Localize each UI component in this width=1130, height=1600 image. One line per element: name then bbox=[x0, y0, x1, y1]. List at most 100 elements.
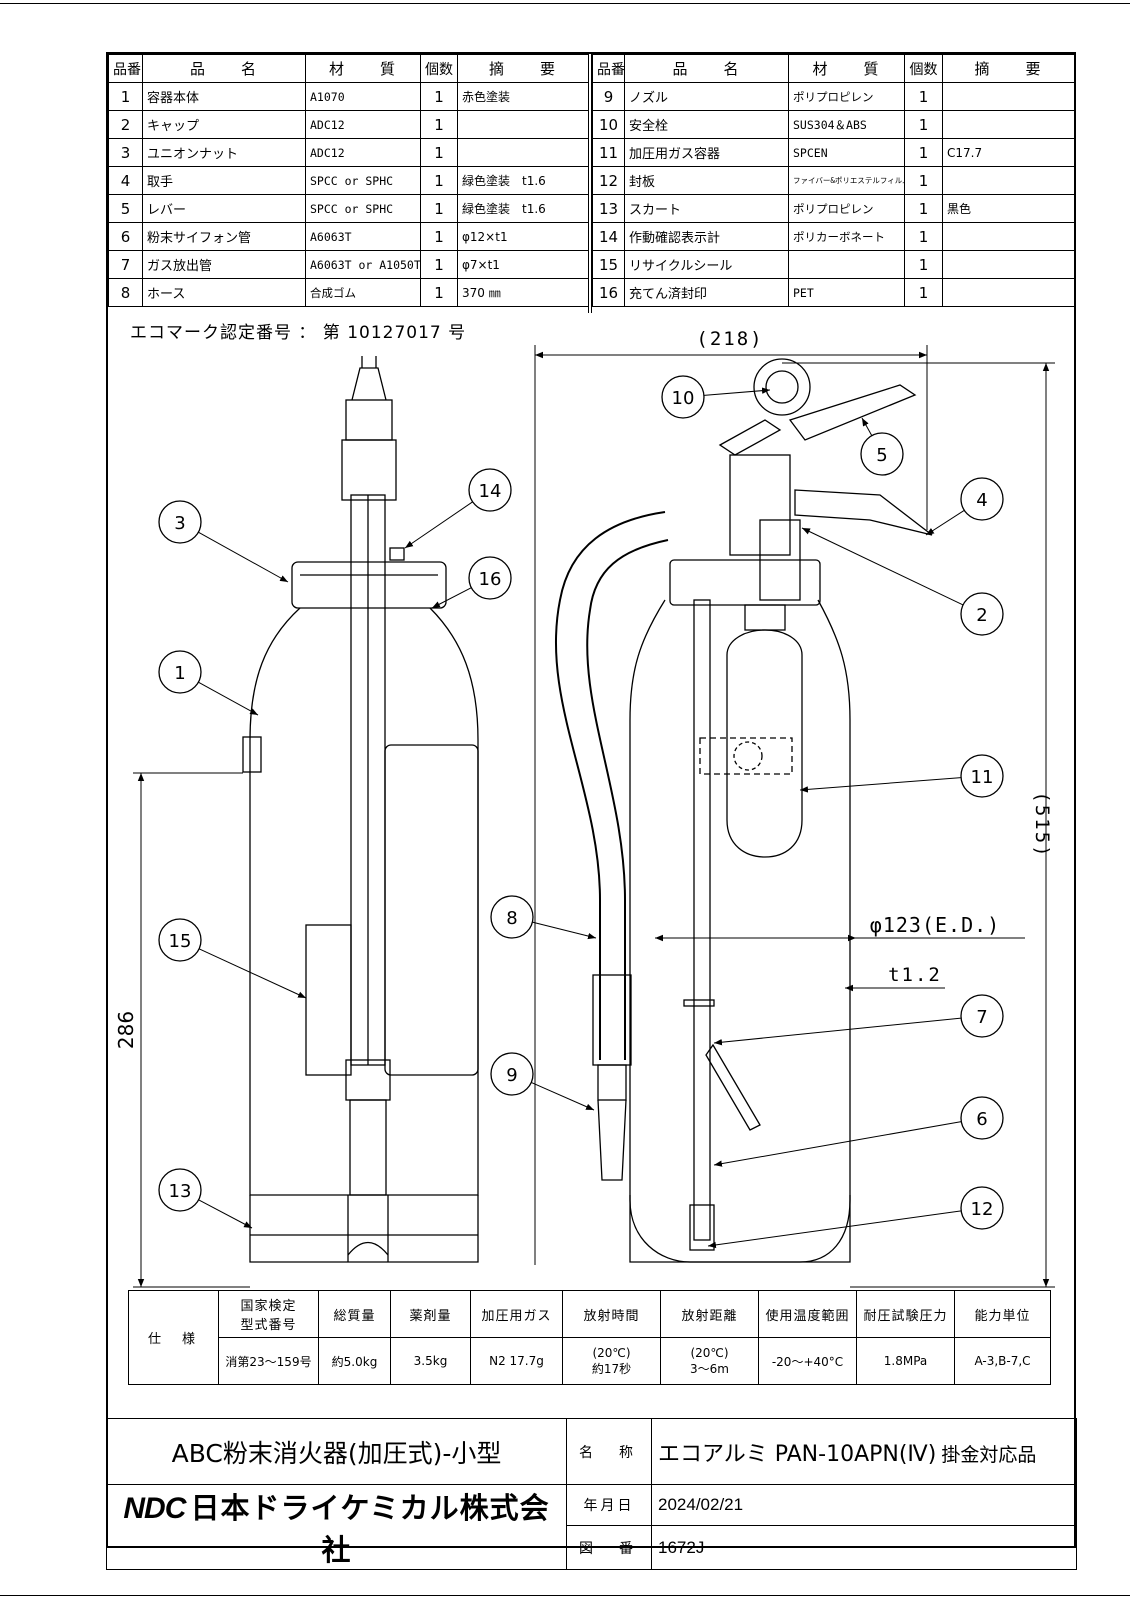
callout-leader bbox=[532, 921, 597, 940]
callout-leader bbox=[431, 587, 472, 609]
callout-number: 12 bbox=[971, 1199, 994, 1220]
dim-thickness-label: t1.2 bbox=[888, 964, 942, 986]
part-material: SPCC or SPHC bbox=[305, 166, 421, 195]
callout-leader bbox=[198, 681, 259, 716]
callout-circle bbox=[960, 592, 1004, 636]
part-material: ポリカーボネート bbox=[788, 222, 905, 251]
callout-circle bbox=[661, 375, 705, 419]
part-name: 粉末サイフォン管 bbox=[142, 222, 306, 251]
part-name: 充てん済封印 bbox=[624, 278, 789, 307]
spec-value: (20℃) 約17秒 bbox=[562, 1337, 661, 1385]
part-note bbox=[942, 166, 1075, 195]
callout-leader bbox=[713, 1121, 962, 1167]
callout-circle bbox=[960, 994, 1004, 1038]
header-material: 材 質 bbox=[305, 54, 421, 83]
dim-width-label: (218) bbox=[696, 328, 763, 350]
callout-leader bbox=[707, 1210, 962, 1249]
callout-circle bbox=[158, 500, 202, 544]
part-material: SPCC or SPHC bbox=[305, 194, 421, 223]
front-siphon-tube bbox=[693, 599, 711, 1241]
part-number: 16 bbox=[592, 278, 625, 307]
spec-header: 放射時間 bbox=[562, 1290, 661, 1338]
part-qty: 1 bbox=[904, 278, 943, 307]
part-name: キャップ bbox=[142, 110, 306, 139]
part-note bbox=[942, 278, 1075, 307]
callout-leader bbox=[925, 509, 965, 536]
spec-header: 薬剤量 bbox=[390, 1290, 471, 1338]
top-border-line bbox=[0, 3, 1130, 4]
callout-number: 4 bbox=[976, 490, 987, 511]
part-qty: 1 bbox=[420, 194, 458, 223]
callout-circle bbox=[960, 477, 1004, 521]
part-note bbox=[942, 110, 1075, 139]
part-note: 黒色 bbox=[942, 194, 1075, 223]
part-number: 7 bbox=[108, 250, 143, 279]
spec-value: 約5.0kg bbox=[318, 1337, 391, 1385]
part-note: 370 ㎜ bbox=[457, 278, 589, 307]
front-safety-pin-ring bbox=[753, 358, 811, 416]
part-qty: 1 bbox=[420, 166, 458, 195]
spec-label: 仕 様 bbox=[128, 1290, 219, 1385]
title-block: ABC粉末消火器(加圧式)-小型 名 称 エコアルミ PAN-10APN(Ⅳ) … bbox=[106, 1418, 1077, 1570]
spec-value: (20℃) 3～6m bbox=[660, 1337, 759, 1385]
dim-left-height-label: 286 bbox=[114, 1011, 138, 1049]
header-qty: 個数 bbox=[420, 54, 458, 83]
spec-header-row: 仕 様 国家検定 型式番号総質量薬剤量加圧用ガス放射時間放射距離使用温度範囲耐圧… bbox=[128, 1290, 1051, 1385]
part-name: レバー bbox=[142, 194, 306, 223]
part-number: 11 bbox=[592, 138, 625, 167]
spec-value: 消第23～159号 bbox=[218, 1337, 319, 1385]
callout-circle bbox=[468, 556, 512, 600]
callout-number: 5 bbox=[876, 445, 887, 466]
part-note: 赤色塗装 bbox=[457, 82, 589, 111]
part-material: A1070 bbox=[305, 82, 421, 111]
model-name: エコアルミ PAN-10APN(Ⅳ) bbox=[658, 1441, 937, 1467]
name-label: 名 称 bbox=[566, 1418, 652, 1485]
callout-number: 16 bbox=[479, 569, 502, 590]
callout-leader bbox=[531, 1081, 595, 1111]
part-material: 合成ゴム bbox=[305, 278, 421, 307]
callout-leader bbox=[703, 387, 771, 396]
spec-value: 3.5kg bbox=[390, 1337, 471, 1385]
callout-number: 11 bbox=[971, 767, 994, 788]
side-view bbox=[242, 356, 479, 1263]
part-material: A6063T or A1050T bbox=[305, 250, 421, 279]
company-logo: NDC bbox=[123, 1492, 186, 1525]
date-label: 年月日 bbox=[566, 1483, 652, 1527]
callout-circle bbox=[468, 468, 512, 512]
part-number: 6 bbox=[108, 222, 143, 251]
callout-circle bbox=[960, 1186, 1004, 1230]
header-qty: 個数 bbox=[904, 54, 943, 83]
front-lever bbox=[788, 384, 917, 441]
part-number: 9 bbox=[592, 82, 625, 111]
callout-leader bbox=[198, 531, 289, 583]
part-name: スカート bbox=[624, 194, 789, 223]
callout-number: 8 bbox=[506, 908, 517, 929]
callout-leader bbox=[404, 501, 473, 549]
part-number: 13 bbox=[592, 194, 625, 223]
callout-circle bbox=[158, 650, 202, 694]
spec-header: 総質量 bbox=[318, 1290, 391, 1338]
part-material: PET bbox=[788, 278, 905, 307]
part-qty: 1 bbox=[904, 82, 943, 111]
part-name: リサイクルシール bbox=[624, 250, 789, 279]
front-gas-cartridge bbox=[726, 629, 803, 858]
part-note: C17.7 bbox=[942, 138, 1075, 167]
callout-leader bbox=[801, 527, 964, 606]
part-material: SUS304＆ABS bbox=[788, 110, 905, 139]
dim-height-label: (515) bbox=[1031, 791, 1053, 858]
callout-circle bbox=[960, 754, 1004, 798]
